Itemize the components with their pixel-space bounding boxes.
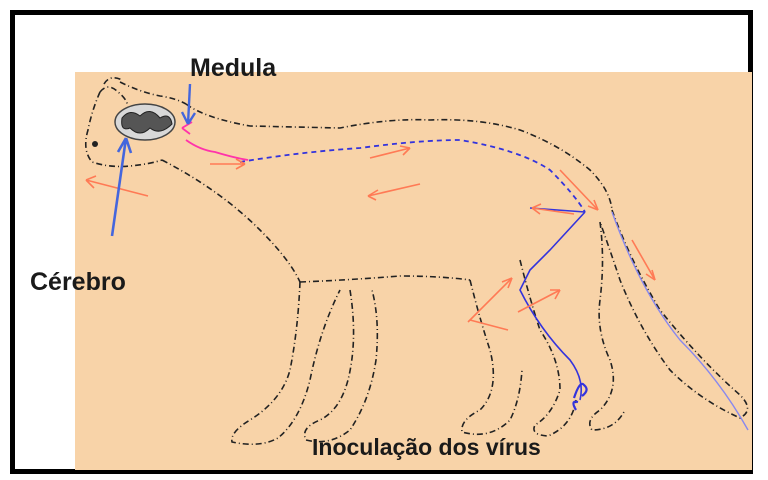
nerve-path-leg bbox=[519, 207, 586, 401]
pink-path bbox=[181, 121, 249, 161]
medula-label: Medula bbox=[190, 54, 277, 82]
inoculation-label: Inoculação dos vírus bbox=[312, 434, 541, 460]
cerebro-label: Cérebro bbox=[30, 268, 126, 296]
tail-nerve bbox=[611, 211, 749, 431]
nerve-path bbox=[239, 139, 586, 213]
cerebro-pointer-arrow bbox=[110, 137, 133, 237]
spread-arrows bbox=[85, 145, 656, 331]
medula-pointer-arrow bbox=[180, 83, 197, 125]
inoculation-point bbox=[572, 382, 588, 411]
cat-outline bbox=[84, 76, 749, 446]
eye-icon bbox=[92, 141, 98, 147]
brain-icon bbox=[114, 103, 176, 141]
